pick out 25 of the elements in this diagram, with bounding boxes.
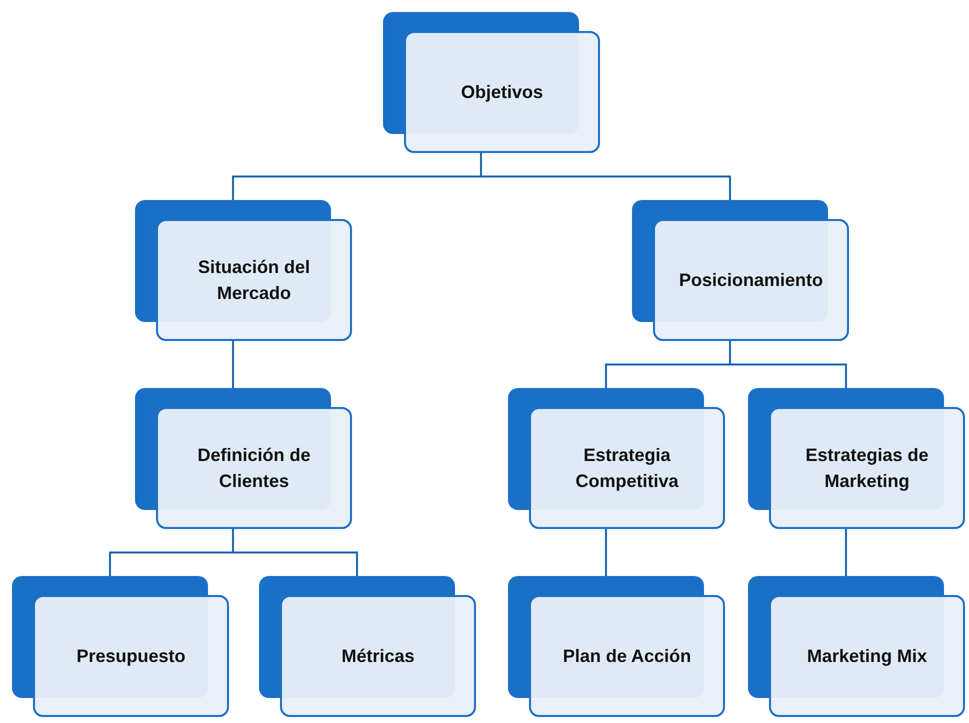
connector-line	[232, 341, 234, 388]
card-label: Situación del Mercado	[196, 256, 312, 305]
card-label: Marketing Mix	[806, 644, 928, 668]
stacked-card	[508, 388, 725, 529]
card-label: Plan de Acción	[562, 644, 692, 668]
stacked-card	[508, 576, 725, 717]
stacked-card	[135, 388, 352, 529]
stacked-card	[748, 576, 965, 717]
card-label: Definición de Clientes	[196, 444, 312, 493]
stacked-card	[632, 200, 849, 341]
card-label: Métricas	[340, 644, 416, 668]
connector-line	[845, 529, 847, 576]
stacked-card	[259, 576, 476, 717]
card-label: Posicionamiento	[678, 268, 824, 292]
connector-line	[605, 529, 607, 576]
card-label: Objetivos	[460, 80, 544, 104]
connector-line	[232, 529, 358, 576]
stacked-card	[748, 388, 965, 529]
card-label: Estrategia Competitiva	[574, 444, 680, 493]
stacked-card	[383, 12, 600, 153]
stacked-card	[12, 576, 229, 717]
connector-line	[480, 153, 731, 200]
card-label: Presupuesto	[75, 644, 187, 668]
card-label: Estrategias de Marketing	[804, 444, 930, 493]
stacked-card	[135, 200, 352, 341]
